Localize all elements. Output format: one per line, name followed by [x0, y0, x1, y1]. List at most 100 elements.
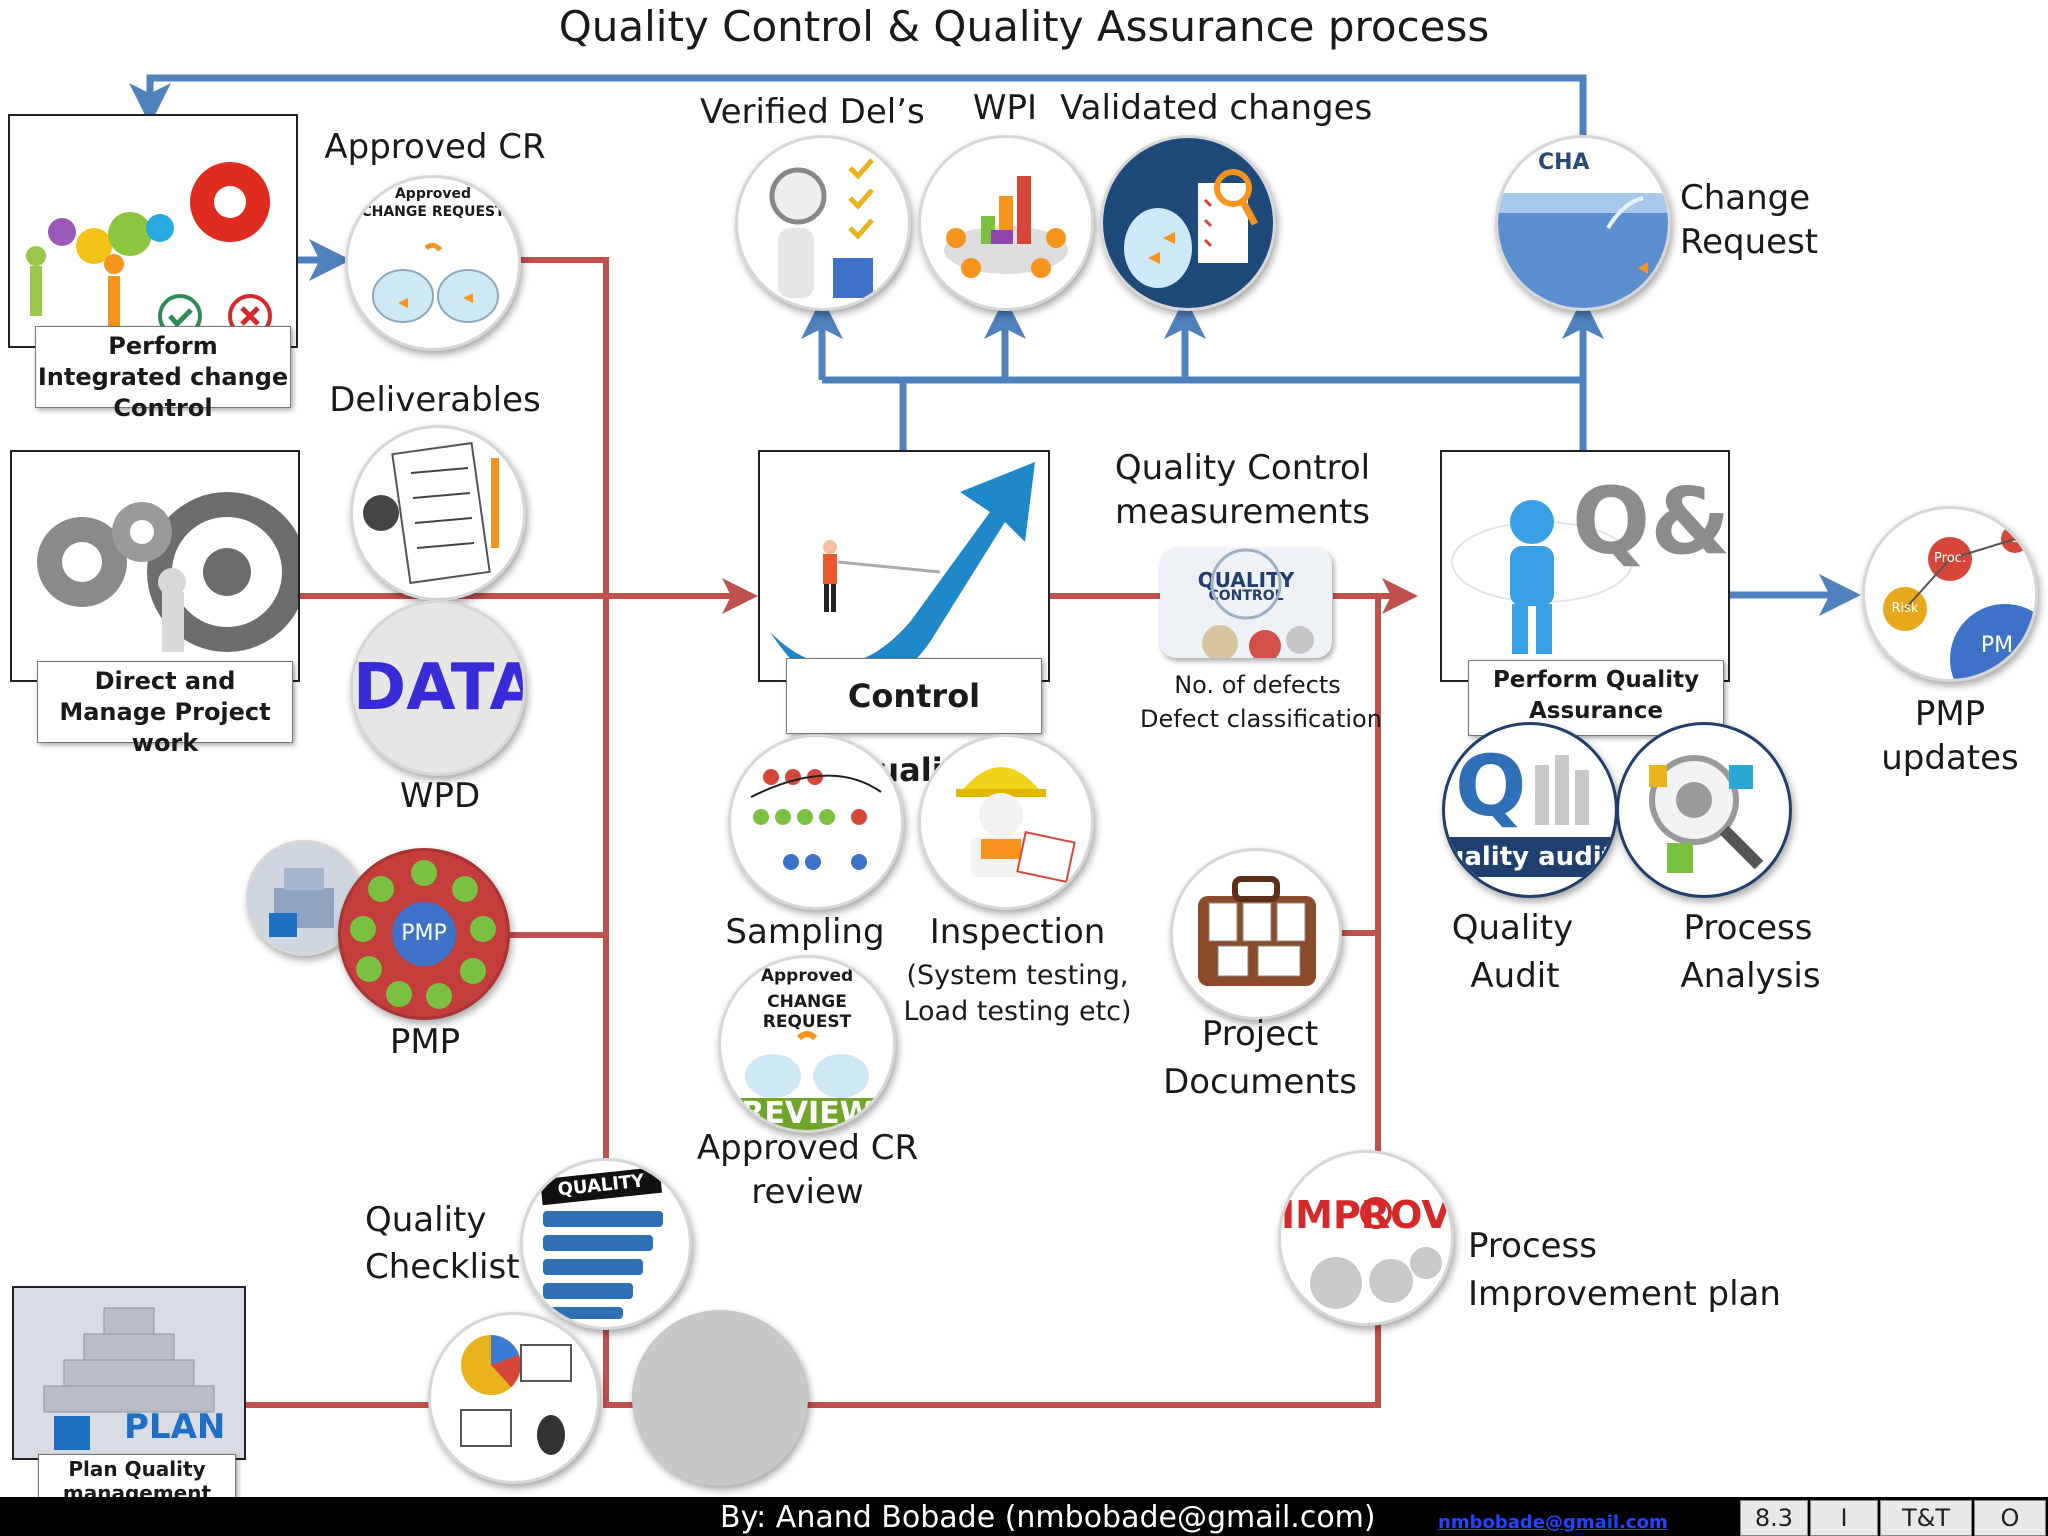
pmp-updates-label-2: updates: [1881, 738, 2019, 778]
quality-badge-text-1: QUALITY: [1197, 568, 1295, 592]
process-analysis-label-1: Process: [1683, 908, 1813, 948]
pmp-update-node-risk: Risk: [1891, 601, 1919, 616]
quality-checklist-icon: QUALITY: [520, 1158, 692, 1330]
pmp-label: PMP: [389, 1022, 461, 1062]
nav-button-tt[interactable]: T&T: [1880, 1500, 1972, 1536]
nav-button-o[interactable]: O: [1974, 1500, 2046, 1536]
blank-circle-icon: [632, 1310, 808, 1486]
pmp-center-text: PMP: [401, 921, 447, 946]
plan-cubes-icon: [269, 868, 334, 937]
process-improvement-label-1: Process: [1468, 1226, 1597, 1266]
magnifier-gears-icon: [1649, 755, 1764, 873]
footer-bar: [0, 1497, 2048, 1536]
change-request-label-2: Request: [1680, 222, 1819, 262]
quality-audit-label-2: Audit: [1470, 956, 1560, 996]
deliverables-label: Deliverables: [329, 380, 541, 420]
approved-cr-label: Approved CR: [324, 127, 546, 167]
qc-measurements-label-1: Quality Control: [1114, 448, 1371, 488]
footer-email-link[interactable]: nmbobade@gmail.com: [1438, 1512, 1668, 1533]
page-title: Quality Control & Quality Assurance proc…: [558, 2, 1490, 51]
quality-audit-banner: uality audit: [1445, 842, 1615, 872]
pmp-update-node-pm: PM: [1980, 633, 2014, 658]
defect-classification-label: Defect classification: [1140, 705, 1382, 733]
process-improvement-label-2: Improvement plan: [1468, 1274, 1781, 1314]
verified-deliverables-icon: [735, 135, 911, 311]
plan-small-icon: [246, 840, 362, 956]
footer-author: By: Anand Bobade (nmbobade@gmail.com): [720, 1500, 1376, 1535]
pmp-wheel: [350, 860, 496, 1009]
validated-changes-label: Validated changes: [1060, 88, 1373, 128]
pmp-update-node-sc: Sc: [2011, 531, 2027, 545]
quality-audit-label-1: Quality: [1451, 908, 1574, 948]
change-request-small-text-2: CHANGE REQUEST: [762, 992, 852, 1032]
inspection-detail-2: Load testing etc): [903, 996, 1132, 1027]
deliverables-icon: [350, 425, 526, 601]
rising-arrow-icon: [770, 462, 1035, 680]
wpd-label: WPD: [399, 776, 481, 816]
improve-gears-icon: [1310, 1197, 1442, 1309]
integrated-change-control-label: Perform Integrated change Control: [35, 326, 291, 422]
briefcase-documents-icon: [1198, 876, 1316, 986]
integrated-change-control-image: [8, 114, 298, 348]
change-request-icon: CHA: [1495, 135, 1671, 311]
pmp-updates-icon: Proc. Risk PM Sc: [1862, 506, 2038, 682]
svg-text:Q: Q: [1455, 737, 1526, 835]
pmp-update-node-proc: Proc.: [1934, 551, 1966, 566]
change-request-label-1: Change: [1680, 178, 1811, 218]
inspection-label: Inspection: [929, 912, 1106, 952]
process-analysis-icon: [1616, 722, 1792, 898]
meeting-chart-icon: [944, 176, 1068, 278]
rating-bars-icon: [543, 1211, 663, 1319]
sampling-label: Sampling: [725, 912, 885, 952]
improve-text: IMPROVE: [1281, 1193, 1451, 1237]
wpi-icon: [918, 135, 1094, 311]
sampling-people-icon: [750, 769, 882, 870]
process-analysis-label-2: Analysis: [1680, 956, 1821, 996]
gears-badge-icon: [1202, 548, 1314, 658]
quality-badge-text-2: CONTROL: [1208, 588, 1284, 604]
process-improvement-icon: IMPROVE: [1278, 1150, 1454, 1326]
data-text: DATA: [353, 651, 526, 725]
direct-manage-work-image: [10, 450, 300, 682]
validated-changes-icon: [1100, 135, 1276, 311]
review-text: REVIEW: [741, 1096, 873, 1131]
nav-button-i[interactable]: I: [1810, 1500, 1878, 1536]
approved-cr-review-icon: Approved CHANGE REQUEST REVIEW: [718, 955, 896, 1133]
blue-flow-lines: [129, 74, 1861, 616]
hardhat-worker-icon: [956, 767, 1076, 883]
pmp-wheel-icon: PMP: [338, 848, 510, 1020]
no-of-defects-label: No. of defects: [1174, 671, 1341, 699]
cha-text: CHA: [1538, 150, 1590, 175]
reports-icon: [428, 1312, 600, 1484]
pie-chart-documents-icon: [460, 1335, 572, 1455]
qa-text: Q&A: [1572, 468, 1730, 575]
qa-figure-icon: [1451, 500, 1633, 654]
approved-cr-review-label-2: review: [751, 1172, 864, 1212]
fishbowl-magnifier-icon: [1124, 169, 1259, 288]
nav-button-section[interactable]: 8.3: [1740, 1500, 1808, 1536]
project-documents-label-1: Project: [1201, 1014, 1319, 1054]
data-icon: DATA: [350, 600, 526, 776]
checklist-notebook-icon: [363, 441, 499, 585]
qc-measurements-label-2: measurements: [1115, 492, 1370, 532]
approved-cr-review-label-1: Approved CR: [696, 1128, 919, 1168]
verified-dels-label: Verified Del’s: [700, 92, 925, 132]
perform-qa-image: Q&A: [1440, 450, 1730, 682]
control-quality-image: [758, 450, 1050, 682]
water-splash-icon: [1498, 193, 1668, 308]
project-documents-icon: [1170, 848, 1342, 1020]
gears-icon: [37, 492, 298, 652]
approved-small-text-2: Approved: [760, 966, 854, 986]
svg-text:PLAN: PLAN: [124, 1407, 225, 1447]
approved-small-text: Approved: [394, 186, 472, 202]
approved-cr-icon: Approved CHANGE REQUEST: [345, 175, 521, 351]
gears-people-icon: [26, 162, 272, 338]
fishbowl-icon: [372, 242, 499, 323]
change-request-small-text: CHANGE REQUEST: [361, 204, 505, 220]
pmp-updates-label-1: PMP: [1914, 694, 1986, 734]
quality-audit-icon: Q uality audit: [1442, 722, 1618, 898]
inspection-icon: [918, 734, 1094, 910]
inspection-detail-1: (System testing,: [906, 960, 1129, 991]
quality-checklist-label-1: Quality: [365, 1200, 487, 1240]
fishbowl-review-icon: [721, 1031, 893, 1130]
